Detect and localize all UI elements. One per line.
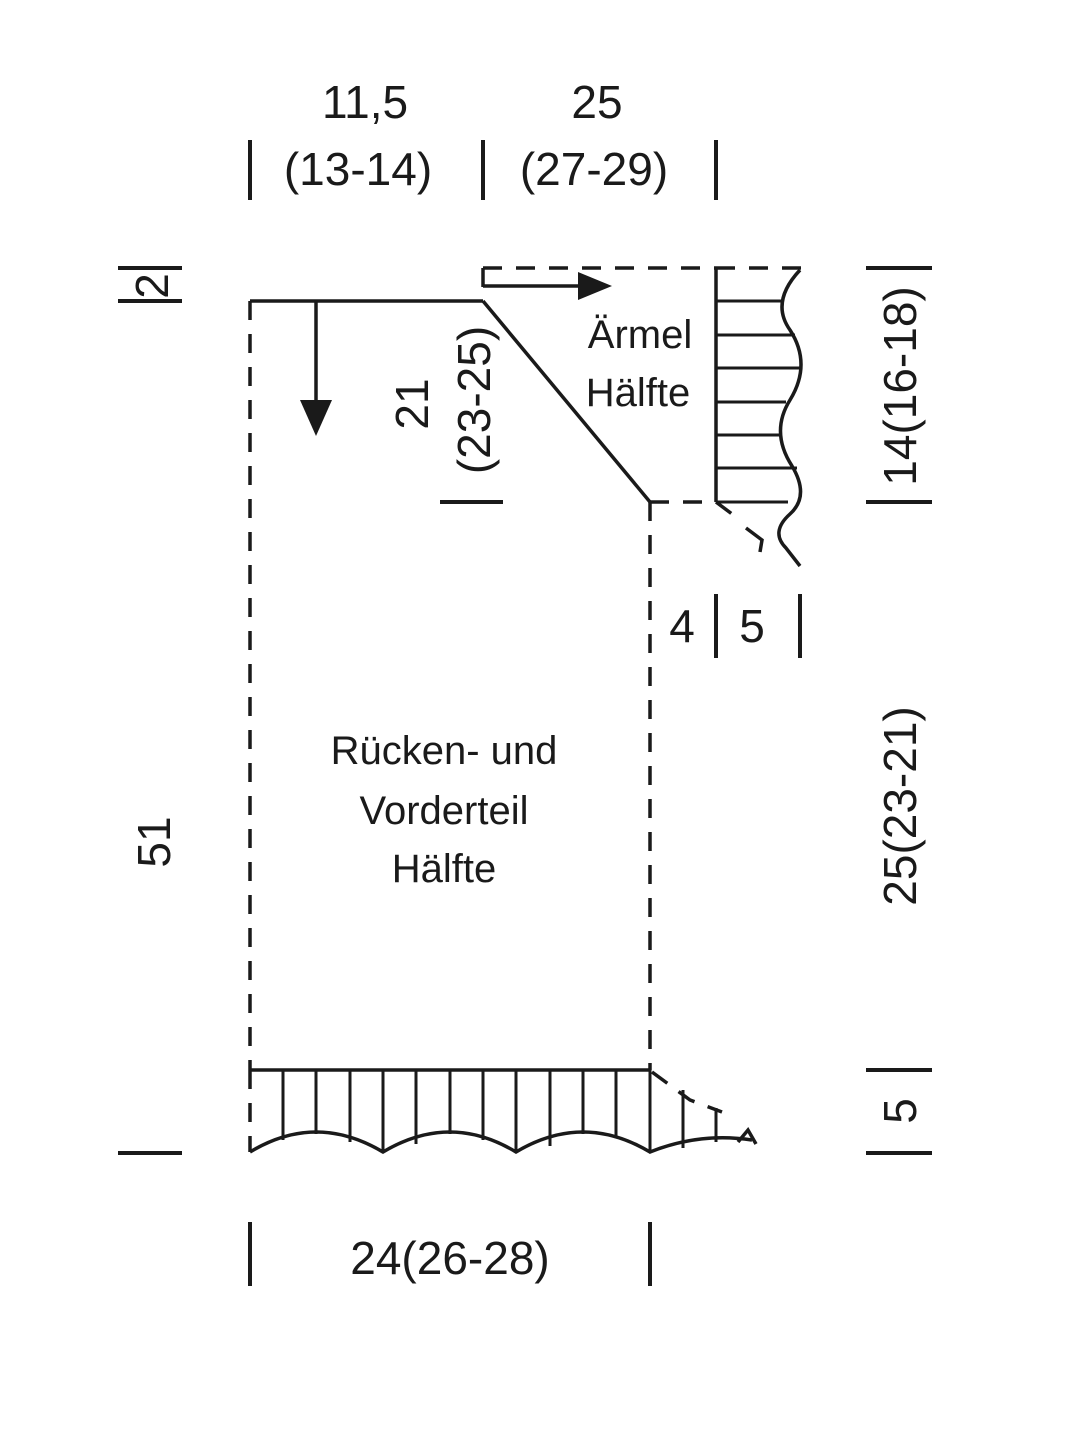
- sleeve-piece-title-line-1: Ärmel: [588, 313, 692, 357]
- bottom-dimension-ticks: [248, 1222, 652, 1286]
- knit-direction-down-arrow-icon: [300, 301, 332, 436]
- cuff-dimension-ticks: [714, 594, 802, 658]
- cuff-left-width: 4: [669, 600, 695, 652]
- sleeve-depth-value: 21: [386, 378, 438, 429]
- top-left-width-value: 11,5: [322, 76, 408, 128]
- right-rib-height: 5: [874, 1098, 926, 1124]
- right-sleeve-width: 14(16-18): [874, 286, 926, 485]
- top-dimension-ticks: [248, 140, 718, 200]
- top-left-width-range: (13-14): [284, 143, 432, 195]
- body-piece-title-line-3: Hälfte: [392, 847, 497, 891]
- left-small-height: 2: [126, 273, 178, 299]
- body-piece-title-line-2: Vorderteil: [360, 789, 529, 833]
- bottom-width: 24(26-28): [350, 1232, 549, 1284]
- body-ribbing: [248, 1070, 758, 1155]
- sleeve-piece-title-line-2: Hälfte: [586, 371, 691, 415]
- left-dimension-ticks: [118, 266, 182, 1155]
- sleeve-depth-range: (23-25): [448, 326, 500, 474]
- right-body-height: 25(23-21): [874, 706, 926, 905]
- left-total-height: 51: [128, 816, 180, 867]
- body-piece-title-line-1: Rücken- und: [331, 729, 558, 773]
- top-right-width-value: 25: [571, 76, 622, 128]
- top-right-width-range: (27-29): [520, 143, 668, 195]
- knit-direction-right-arrow-icon: [483, 272, 612, 300]
- right-dimension-ticks: [866, 266, 932, 1155]
- cuff-right-width: 5: [739, 600, 765, 652]
- sleeve-cuff-ribbing: [714, 266, 803, 568]
